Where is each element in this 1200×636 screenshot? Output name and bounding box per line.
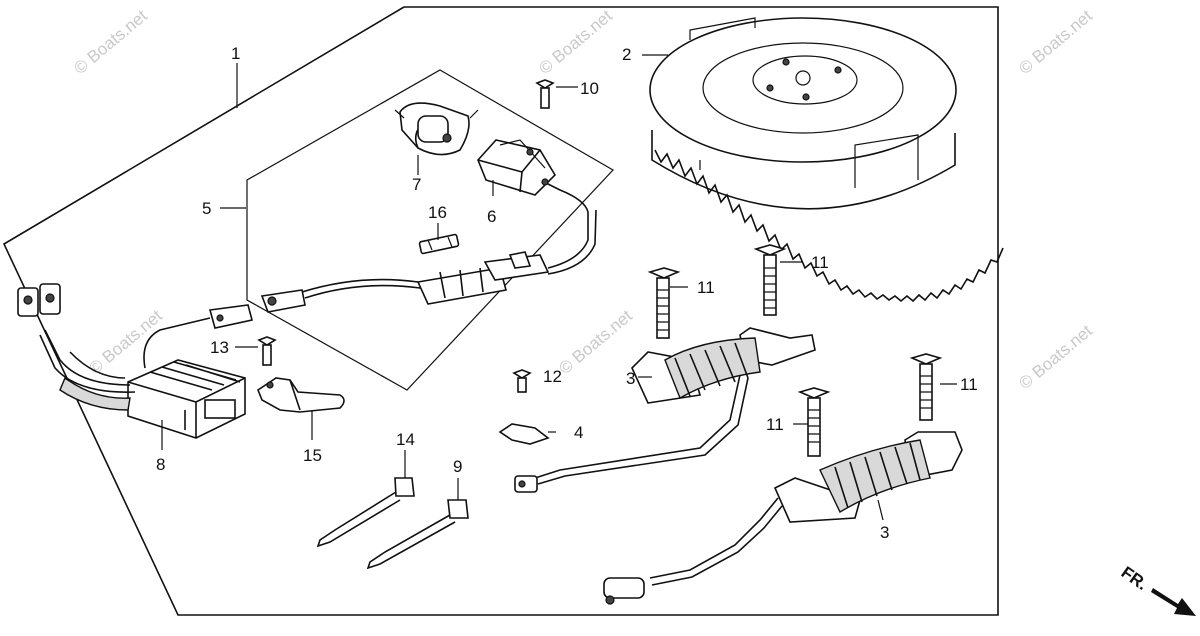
- bracket: [257, 377, 345, 413]
- callout-14: 14: [396, 430, 415, 449]
- fuse-harness: [301, 179, 597, 305]
- callout-2: 2: [622, 45, 631, 64]
- callout-11-a: 11: [697, 278, 715, 297]
- bolt-10: [535, 79, 555, 109]
- flange-bolts: [647, 244, 943, 457]
- callout-3-upper: 3: [626, 369, 635, 388]
- callout-16: 16: [428, 203, 447, 222]
- fuse: [418, 233, 460, 255]
- callout-11-d: 11: [960, 375, 978, 394]
- callout-3-lower: 3: [880, 523, 889, 542]
- callout-11-c: 11: [766, 415, 784, 434]
- stator-coil-upper: [514, 327, 816, 493]
- callout-15: 15: [303, 446, 322, 465]
- callout-9: 9: [453, 457, 462, 476]
- watermark-1: © Boats.net: [70, 6, 151, 78]
- cable-tie-9: [366, 499, 469, 570]
- callout-13: 13: [210, 338, 229, 357]
- leader-lines: [161, 54, 957, 521]
- callout-7: 7: [412, 175, 421, 194]
- callout-4: 4: [574, 423, 583, 442]
- watermark-5: © Boats.net: [555, 306, 636, 378]
- bolt-12: [512, 369, 532, 393]
- watermark-6: © Boats.net: [1015, 321, 1096, 393]
- watermark-3: © Boats.net: [1015, 6, 1096, 78]
- callout-1: 1: [231, 44, 240, 63]
- callout-6: 6: [487, 207, 496, 226]
- front-label: FR.: [1118, 563, 1151, 594]
- watermark-2: © Boats.net: [535, 6, 616, 78]
- callout-12: 12: [543, 367, 562, 386]
- front-direction-marker: FR.: [1118, 563, 1196, 616]
- cable-tie-14: [316, 477, 415, 548]
- flywheel: [649, 17, 1004, 303]
- watermark-4: © Boats.net: [85, 306, 166, 378]
- callout-8: 8: [156, 455, 165, 474]
- assembly-boundary: [2, 6, 999, 616]
- clip: [498, 423, 550, 445]
- bolt-11-c: [797, 387, 831, 457]
- condenser: [477, 139, 557, 196]
- bolt-11-b: [753, 244, 787, 316]
- callouts: 1 2 10 5 7 6 16 11 11 3 12 13 4 11 11 8 …: [156, 44, 978, 542]
- bolt-13: [257, 336, 277, 366]
- front-arrow-icon: [1151, 588, 1196, 616]
- callout-5: 5: [202, 199, 211, 218]
- callout-10: 10: [580, 79, 599, 98]
- bolt-11-a: [647, 267, 681, 339]
- bolt-11-d: [909, 353, 943, 421]
- regulator-rectifier: [127, 359, 246, 439]
- subassembly-boundary: [246, 69, 614, 391]
- callout-11-b: 11: [811, 253, 829, 272]
- connector-7: [394, 102, 479, 156]
- flywheel-teeth: [654, 149, 1004, 303]
- stator-coil-lower: [603, 431, 963, 605]
- regulator-harness: [17, 283, 306, 411]
- small-bolts: [257, 79, 555, 393]
